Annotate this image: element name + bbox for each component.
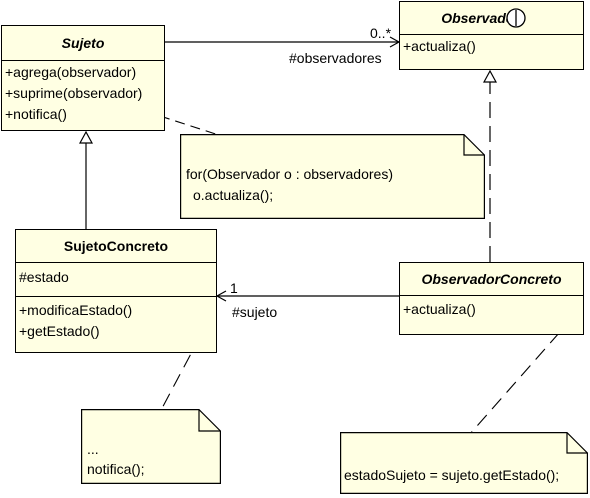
note-modifica-line2: notifica(); — [87, 461, 145, 477]
operation-get-estado: +getEstado() — [19, 323, 100, 339]
multiplicity-sujeto: 1 — [230, 280, 238, 296]
operations-sujeto: +agrega(observador) +suprime(observador)… — [2, 60, 164, 130]
attributes-sujeto-concreto: #estado — [16, 262, 216, 296]
note-actualiza[interactable]: estadoSujeto = sujeto.getEstado(); — [340, 432, 588, 494]
note-actualiza-shape — [340, 432, 588, 494]
note-notifica-line1: for(Observador o : observadores) — [186, 166, 393, 182]
class-sujeto-concreto[interactable]: SujetoConcreto #estado +modificaEstado()… — [15, 229, 217, 353]
operation-suprime: +suprime(observador) — [5, 85, 143, 101]
note-anchor-actualiza — [469, 315, 575, 435]
class-name-sujeto: Sujeto — [61, 35, 105, 51]
note-modifica-line1: ... — [87, 441, 99, 457]
note-actualiza-line1: estadoSujeto = sujeto.getEstado(); — [344, 467, 560, 483]
operation-agrega: +agrega(observador) — [5, 64, 137, 80]
operation-actualiza-concreto: +actualiza() — [403, 301, 476, 317]
class-sujeto[interactable]: Sujeto +agrega(observador) +suprime(obse… — [1, 25, 165, 131]
multiplicity-observadores: 0..* — [370, 25, 392, 41]
note-anchor-notifica — [159, 115, 229, 139]
class-observador-concreto[interactable]: ObservadorConcreto +actualiza() — [399, 262, 584, 335]
operations-observador-concreto: +actualiza() — [400, 295, 583, 334]
attribute-estado: #estado — [19, 269, 69, 285]
realization-observador-triangle — [482, 69, 498, 83]
operations-observador: +actualiza() — [400, 34, 583, 69]
class-observador[interactable]: Observador +actualiza() — [399, 1, 584, 70]
note-notifica-line2: o.actualiza(); — [193, 187, 274, 203]
class-name-observador: Observador — [441, 10, 520, 26]
role-observadores: #observadores — [289, 50, 382, 66]
association-sujeto-arrowhead — [215, 290, 227, 302]
role-sujeto: #sujeto — [232, 304, 278, 320]
interface-icon — [506, 8, 526, 28]
class-name-observador-concreto: ObservadorConcreto — [421, 271, 562, 287]
note-notifica-shape — [180, 134, 485, 219]
operation-actualiza-observador: +actualiza() — [403, 38, 476, 54]
note-modifica-estado[interactable]: ... notifica(); — [81, 409, 221, 484]
class-name-sujeto-concreto: SujetoConcreto — [63, 238, 169, 254]
note-notifica[interactable]: for(Observador o : observadores) o.actua… — [180, 134, 485, 219]
operation-notifica: +notifica() — [5, 106, 67, 122]
note-anchor-modifica — [159, 315, 212, 413]
note-modifica-shape — [81, 409, 221, 484]
generalization-sujeto-triangle — [78, 130, 94, 144]
operations-sujeto-concreto: +modificaEstado() +getEstado() — [16, 296, 216, 352]
operation-modifica-estado: +modificaEstado() — [19, 302, 133, 318]
